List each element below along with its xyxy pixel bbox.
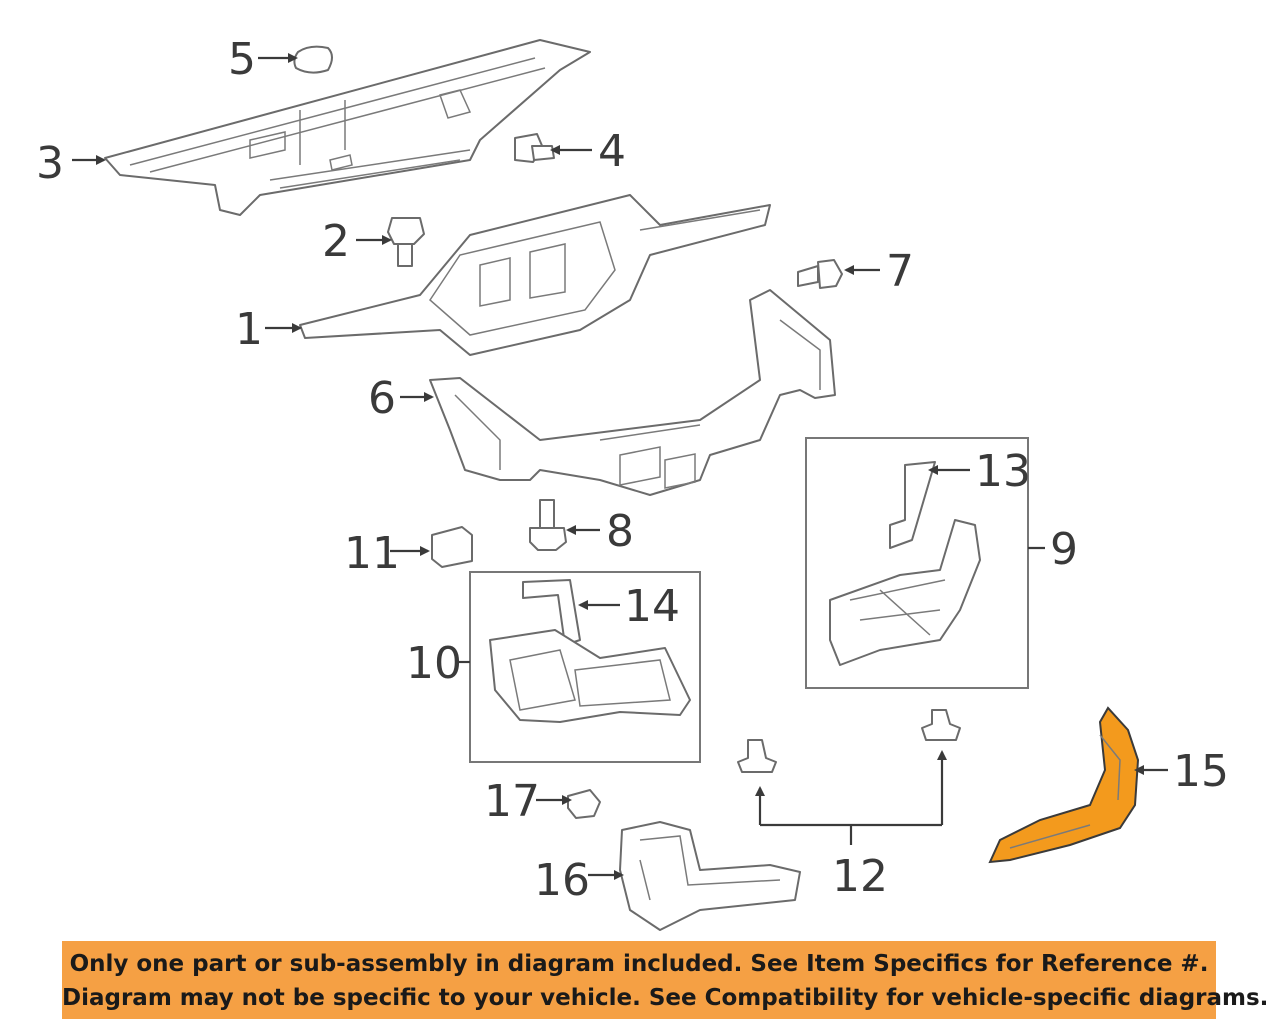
callout-11: 11 (344, 528, 400, 579)
callout-15: 15 (1173, 746, 1229, 797)
part-7-bolt (797, 259, 843, 289)
callout-12: 12 (832, 851, 888, 902)
callout-3: 3 (36, 138, 64, 189)
callout-10: 10 (406, 638, 462, 689)
callout-7: 7 (886, 246, 914, 297)
part-6-hitch (429, 289, 836, 496)
disclaimer-line-1: Only one part or sub-assembly in diagram… (69, 951, 1209, 977)
disclaimer-banner: Only one part or sub-assembly in diagram… (62, 941, 1269, 1019)
part-13-bracket (889, 461, 936, 549)
callout-9: 9 (1050, 524, 1078, 575)
part-11-clip (431, 526, 473, 568)
part-16-step-pad (619, 821, 801, 931)
callout-17: 17 (484, 776, 540, 827)
part-15-step-pad-highlighted (988, 706, 1140, 864)
part-4-bolt (514, 133, 555, 163)
callout-16: 16 (534, 855, 590, 906)
part-12-clip-left (737, 739, 777, 773)
callout-8: 8 (606, 506, 634, 557)
part-5-cap (293, 45, 333, 74)
callout-1: 1 (235, 304, 263, 355)
callout-5: 5 (228, 34, 256, 85)
callout-2: 2 (322, 216, 350, 267)
part-10-step-bracket (489, 629, 691, 723)
part-17-bolt (567, 789, 601, 819)
part-1-reinforcement (299, 194, 771, 356)
callout-labels: 5 3 4 2 7 1 6 8 9 11 13 14 10 15 17 12 1… (36, 34, 1229, 906)
part-9-step-bracket (829, 519, 981, 666)
part-2-bolt (387, 217, 425, 267)
callout-4: 4 (598, 126, 626, 177)
callout-13: 13 (975, 446, 1031, 497)
disclaimer-line-2: Diagram may not be specific to your vehi… (62, 985, 1269, 1011)
assembly-box-9 (805, 437, 1029, 689)
leader-lines (72, 53, 1168, 880)
assembly-box-10 (469, 571, 701, 763)
part-12-clip-right (921, 709, 961, 741)
callout-14: 14 (624, 581, 680, 632)
callout-6: 6 (368, 373, 396, 424)
part-8-bolt (529, 499, 567, 551)
part-3-step-bumper (104, 39, 591, 216)
